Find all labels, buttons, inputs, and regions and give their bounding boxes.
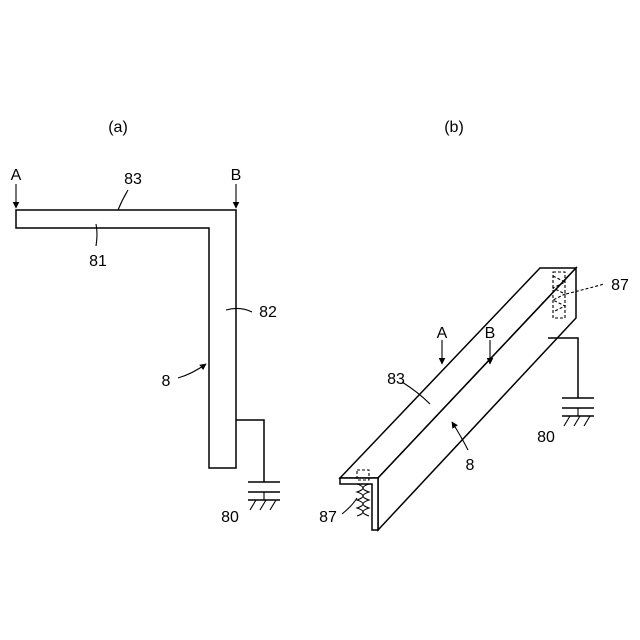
label-87-top: 87 [611,277,629,294]
label-b: B [231,167,242,184]
label-80: 80 [221,509,239,526]
ground-symbol [236,420,280,510]
label-81: 81 [89,253,107,270]
ground-symbol-b [548,338,594,426]
label-80-b: 80 [537,429,555,446]
angle-top-face [340,268,576,478]
leader-81 [96,224,97,246]
leader-8 [178,364,206,378]
panel-b-caption: (b) [444,119,464,136]
angle-corner-edge [378,268,576,478]
label-a-b: A [437,325,448,342]
label-a: A [11,167,22,184]
leader-83 [118,190,128,210]
angle-side-face [378,268,576,530]
l-shaped-member [16,210,236,468]
label-8: 8 [162,373,171,390]
label-8-b: 8 [466,457,475,474]
angle-end-face [340,478,378,530]
label-82: 82 [259,304,277,321]
label-b-b: B [485,325,496,342]
label-87-bottom: 87 [319,509,337,526]
panel-a-caption: (a) [108,119,128,136]
panel-b: (b) A B 83 8 87 [319,119,629,530]
leader-87-bottom [342,498,357,514]
label-83: 83 [124,171,142,188]
label-83-b: 83 [387,371,405,388]
panel-a: (a) A B 83 81 82 8 80 [11,119,280,526]
